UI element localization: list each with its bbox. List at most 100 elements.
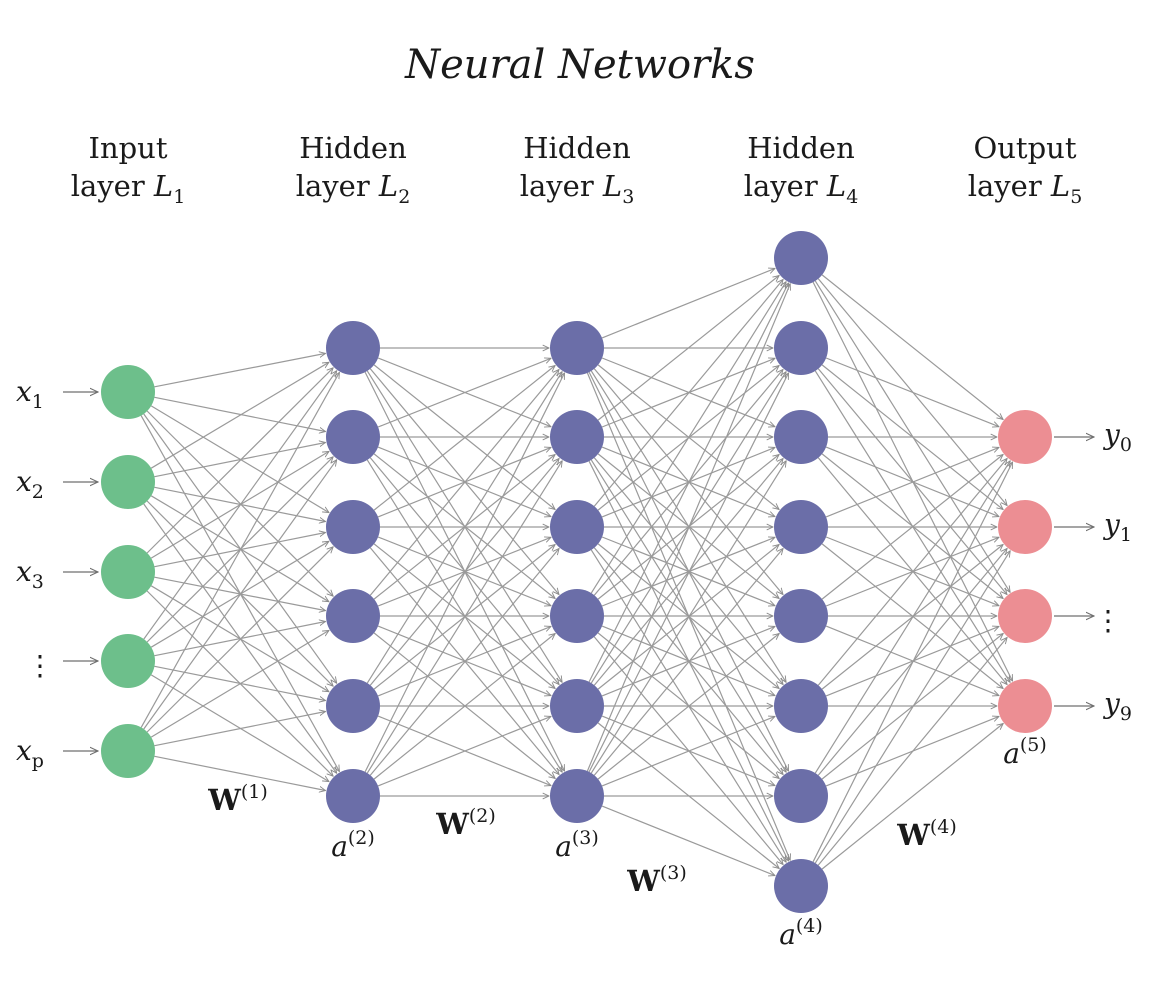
hidden-node-l3-0: [550, 321, 604, 375]
edge-l3-5-to-l4-1: [588, 373, 790, 773]
edge-l1-4-to-l2-1: [143, 460, 337, 730]
hidden-node-l3-5: [550, 769, 604, 823]
input-label-1: x2: [16, 465, 44, 503]
activation-label-l3: a(3): [555, 827, 599, 863]
edge-l2-3-to-l3-0: [369, 370, 559, 596]
edge-l3-5-to-l4-0: [586, 284, 790, 772]
edge-l2-5-to-l3-1: [366, 461, 562, 774]
input-label-2: x3: [16, 555, 44, 593]
math-labels: x1x2x3⋮xpy0y1⋮y9a(2)a(3)a(4)a(5)W(1)W(2)…: [16, 375, 1132, 951]
hidden-node-l2-1: [326, 410, 380, 464]
edge-l1-4-to-l2-2: [146, 547, 333, 733]
layer-header-title-l5: Output: [973, 131, 1076, 165]
input-node-l1-4: [101, 724, 155, 778]
input-node-l1-2: [101, 545, 155, 599]
layer-header-title-l1: Input: [88, 131, 167, 165]
edge-l3-1-to-l4-0: [597, 276, 779, 421]
edge-l4-6-to-l5-0: [814, 461, 1010, 774]
edge-l4-0-to-l5-0: [821, 274, 1003, 420]
edge-l1-0-to-l2-1: [154, 396, 326, 431]
edge-l1-4-to-l2-3: [150, 630, 329, 738]
hidden-node-l4-5: [774, 679, 828, 733]
hidden-node-l4-3: [774, 500, 828, 554]
output-label-3: y9: [1102, 687, 1132, 725]
edge-l3-4-to-l4-0: [588, 283, 790, 683]
edge-l3-5-to-l4-7: [601, 805, 775, 876]
edge-l3-0-to-l4-0: [601, 268, 775, 339]
activation-label-l5: a(5): [1003, 734, 1047, 770]
edge-l1-1-to-l2-0: [150, 362, 329, 469]
output-node-l5-1: [998, 500, 1052, 554]
edge-l1-4-to-l2-4: [154, 712, 326, 747]
edge-l4-3-to-l5-0: [825, 447, 999, 518]
edge-l2-2-to-l3-0: [373, 366, 555, 511]
hidden-node-l3-4: [550, 679, 604, 733]
layer-header-title-l2: Hidden: [299, 131, 407, 165]
hidden-node-l4-1: [774, 321, 828, 375]
edge-l2-5-to-l3-0: [364, 373, 566, 773]
layer-header-sub-l3: layer L3: [520, 169, 635, 208]
edge-l4-7-to-l5-3: [821, 724, 1003, 870]
weight-matrix-label-3: W(3): [626, 862, 687, 898]
layer-header-sub-l1: layer L1: [71, 169, 186, 208]
connection-edges: [140, 268, 1014, 876]
edge-l1-0-to-l2-3: [146, 410, 333, 596]
input-label-0: x1: [16, 375, 44, 413]
edge-l2-1-to-l3-0: [377, 358, 551, 428]
layer-header-sub-l5: layer L5: [968, 169, 1083, 208]
edge-l1-4-to-l2-0: [140, 372, 339, 728]
weight-matrix-label-1: W(1): [207, 781, 268, 817]
edge-l1-4-to-l2-5: [154, 755, 326, 790]
output-node-l5-2: [998, 589, 1052, 643]
hidden-node-l4-0: [774, 231, 828, 285]
layer-header-title-l4: Hidden: [747, 131, 855, 165]
edge-l3-2-to-l4-0: [593, 280, 783, 507]
hidden-node-l2-3: [326, 589, 380, 643]
output-label-2: ⋮: [1094, 604, 1122, 637]
edge-l2-5-to-l3-2: [369, 549, 559, 776]
hidden-node-l4-4: [774, 589, 828, 643]
edge-l3-3-to-l4-0: [590, 282, 786, 594]
output-node-l5-3: [998, 679, 1052, 733]
diagram-title: Neural Networks: [404, 42, 755, 88]
hidden-node-l4-2: [774, 410, 828, 464]
edge-l2-5-to-l3-3: [373, 634, 555, 780]
weight-matrix-label-2: W(2): [435, 805, 496, 841]
layer-header-title-l3: Hidden: [523, 131, 631, 165]
io-arrows: [63, 392, 1094, 751]
edge-l3-5-to-l4-4: [597, 634, 779, 780]
hidden-node-l4-7: [774, 859, 828, 913]
input-label-3: ⋮: [26, 649, 54, 682]
hidden-node-l2-2: [326, 500, 380, 554]
network-nodes: [101, 231, 1052, 913]
edge-l4-1-to-l5-0: [825, 357, 999, 427]
activation-label-l2: a(2): [331, 827, 375, 863]
hidden-node-l3-1: [550, 410, 604, 464]
hidden-node-l3-2: [550, 500, 604, 554]
edge-l1-3-to-l2-3: [154, 622, 326, 657]
hidden-node-l2-5: [326, 769, 380, 823]
edge-l4-7-to-l5-0: [812, 462, 1014, 863]
activation-label-l4: a(4): [779, 915, 823, 951]
edge-l1-0-to-l2-0: [154, 353, 326, 388]
input-node-l1-1: [101, 455, 155, 509]
edge-l3-5-to-l4-2: [590, 461, 786, 774]
edge-l1-1-to-l2-1: [154, 443, 326, 478]
hidden-node-l3-3: [550, 589, 604, 643]
edge-l2-4-to-l3-0: [366, 372, 562, 684]
edge-l1-2-to-l2-0: [146, 368, 333, 554]
edge-l2-5-to-l3-4: [377, 716, 551, 787]
edge-l4-7-to-l5-2: [817, 638, 1007, 866]
output-label-0: y0: [1102, 418, 1132, 456]
hidden-node-l2-0: [326, 321, 380, 375]
input-node-l1-0: [101, 365, 155, 419]
edge-l4-7-to-l5-1: [814, 551, 1010, 864]
input-label-4: xp: [16, 734, 44, 772]
layer-header-sub-l2: layer L2: [296, 169, 411, 208]
hidden-node-l2-4: [326, 679, 380, 733]
edge-l3-5-to-l4-3: [593, 549, 783, 776]
output-node-l5-0: [998, 410, 1052, 464]
layer-header-sub-l4: layer L4: [744, 169, 859, 208]
hidden-node-l4-6: [774, 769, 828, 823]
